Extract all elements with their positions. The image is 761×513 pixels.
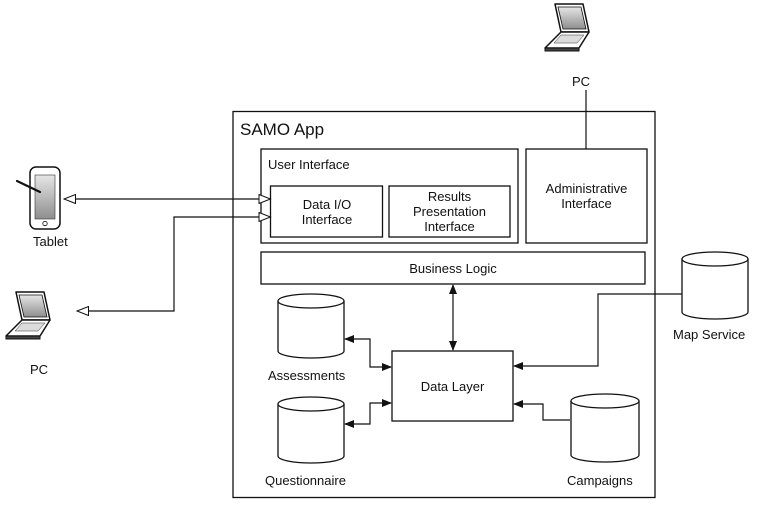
assessments-database-icon <box>277 293 345 359</box>
administrative-interface-label: Administrative Interface <box>545 181 628 211</box>
tablet-label: Tablet <box>33 234 68 249</box>
questionnaire-label: Questionnaire <box>265 473 346 488</box>
campaigns-database-icon <box>570 393 640 463</box>
samo-app-title: SAMO App <box>240 120 325 139</box>
laptop-icon-top-pc <box>544 3 590 52</box>
questionnaire-database-icon <box>277 396 345 464</box>
data-layer-label: Data Layer <box>420 378 485 394</box>
results-presentation-label: Results Presentation Interface <box>413 189 486 234</box>
user-interface-title: User Interface <box>268 157 350 172</box>
data-io-interface-box <box>269 185 384 238</box>
pc-top-label: PC <box>572 74 591 89</box>
assessments-label: Assessments <box>268 368 346 383</box>
business-logic-label: Business Logic <box>409 260 497 276</box>
tablet-icon <box>15 166 61 230</box>
map-service-label: Map Service <box>673 327 746 342</box>
data-io-interface-label: Data I/O Interface <box>301 196 353 227</box>
map-service-database-icon <box>681 251 749 320</box>
laptop-icon-left-pc <box>5 291 51 340</box>
campaigns-label: Campaigns <box>567 473 633 488</box>
results-presentation-box <box>388 185 511 238</box>
connectors <box>64 90 682 428</box>
pc-left-label: PC <box>30 362 49 377</box>
data-layer-box <box>391 350 514 422</box>
